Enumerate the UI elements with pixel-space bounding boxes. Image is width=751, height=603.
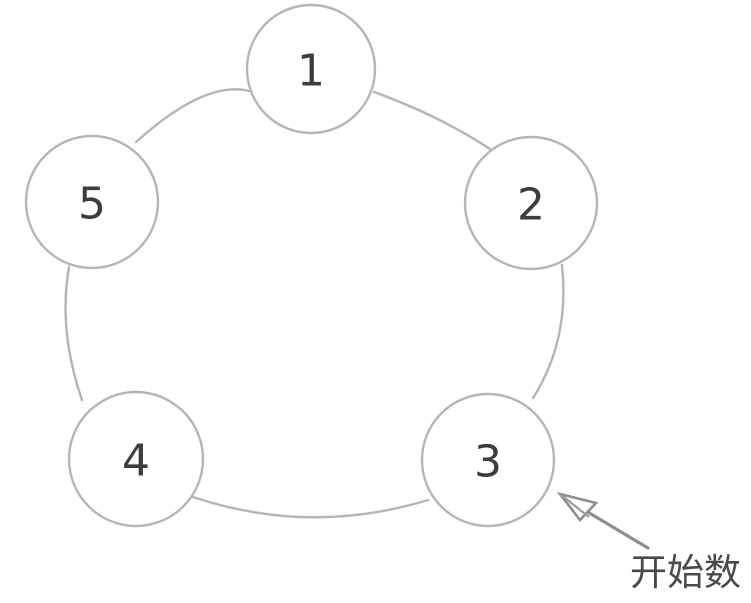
- node-3-circle[interactable]: [420, 392, 556, 528]
- start-count-annotation-label: 开始数: [630, 551, 741, 594]
- node-5-circle[interactable]: [24, 134, 160, 270]
- link-2-to-3: [531, 263, 565, 400]
- node-5[interactable]: 5: [24, 134, 160, 270]
- link-group: [64, 88, 565, 519]
- node-4-circle[interactable]: [67, 390, 205, 528]
- node-2-circle[interactable]: [463, 135, 599, 271]
- arrow-head-crease: [559, 493, 590, 518]
- node-4[interactable]: 4: [67, 390, 205, 528]
- node-2[interactable]: 2: [463, 135, 599, 271]
- node-5-label: 5: [78, 179, 106, 230]
- node-3[interactable]: 3: [420, 392, 556, 528]
- annotation-arrow-icon: [556, 491, 650, 550]
- node-4-label: 4: [122, 436, 150, 487]
- node-2-label: 2: [517, 180, 545, 231]
- link-5-to-1: [134, 88, 251, 144]
- link-3-to-4: [191, 495, 430, 519]
- node-3-label: 3: [474, 437, 502, 488]
- arrow-shaft: [584, 509, 650, 550]
- link-4-to-5: [64, 265, 84, 402]
- link-1-to-2: [372, 90, 492, 151]
- node-1-label: 1: [297, 46, 325, 97]
- node-1-circle[interactable]: [245, 3, 377, 135]
- node-1[interactable]: 1: [245, 3, 377, 135]
